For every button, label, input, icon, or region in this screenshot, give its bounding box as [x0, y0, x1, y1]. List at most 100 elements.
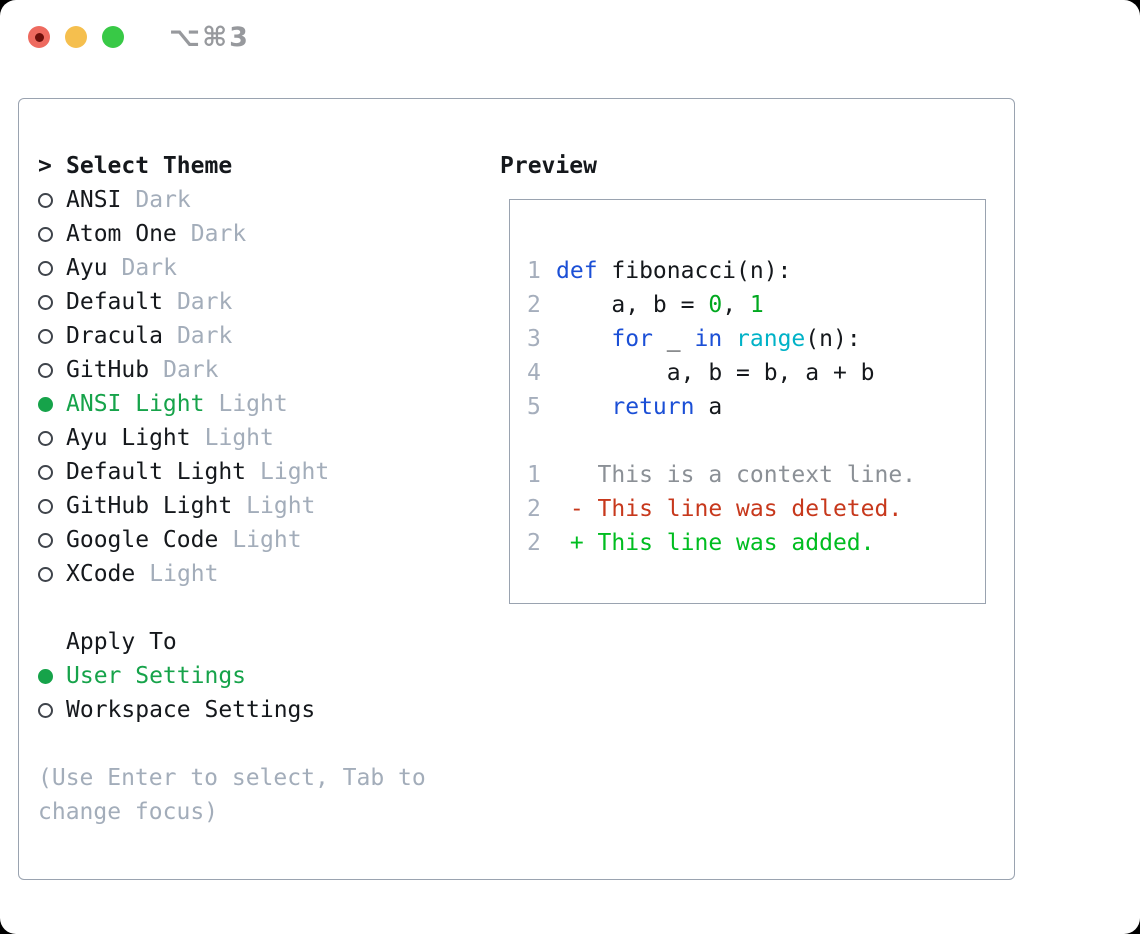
zoom-button[interactable]	[102, 26, 124, 48]
theme-name: GitHub Light	[66, 493, 233, 519]
titlebar: ⌥⌘3	[0, 0, 1140, 74]
radio-icon	[38, 192, 66, 208]
cursor-indicator: >	[38, 153, 52, 179]
radio-icon	[38, 566, 66, 582]
token-plain: a, b =	[556, 292, 709, 318]
theme-option-default[interactable]: Default Dark	[38, 285, 478, 319]
token-builtin: range	[736, 326, 806, 352]
radio-circle	[38, 362, 53, 378]
theme-variant: Dark	[176, 323, 233, 349]
theme-variant: Dark	[121, 255, 177, 281]
radio-icon	[38, 328, 66, 344]
radio-selected-icon	[38, 396, 66, 412]
theme-name: Dracula	[66, 323, 163, 349]
window-title: ⌥⌘3	[169, 21, 250, 53]
line-number: 1	[527, 258, 541, 284]
radio-circle	[38, 192, 53, 208]
radio-circle	[38, 464, 53, 480]
apply-option-user-settings[interactable]: User Settings	[38, 659, 478, 693]
radio-circle	[38, 294, 53, 310]
minimize-button[interactable]	[65, 26, 87, 48]
token-plain	[556, 326, 611, 352]
apply-to-title: Apply To	[66, 629, 177, 655]
theme-option-ayu[interactable]: Ayu Dark	[38, 251, 478, 285]
radio-icon	[38, 260, 66, 276]
preview-title: Preview	[500, 153, 597, 179]
token-plain: a, b = b, a + b	[556, 360, 875, 386]
token-plain	[722, 326, 736, 352]
record-dot-icon	[34, 32, 44, 42]
radio-icon	[38, 430, 66, 446]
theme-name: Default	[66, 289, 163, 315]
apply-option-workspace-settings[interactable]: Workspace Settings	[38, 693, 478, 727]
theme-name: GitHub	[66, 357, 150, 383]
select-theme-title: Select Theme	[66, 153, 233, 179]
theme-name: Google Code	[66, 527, 219, 553]
token-keyword: in	[694, 326, 723, 352]
token-plain: (n):	[805, 326, 861, 352]
token-keyword: return	[611, 394, 695, 420]
code-line: 5 return a	[527, 390, 985, 424]
theme-name: ANSI Light	[66, 391, 205, 417]
token-plain: _	[652, 326, 695, 352]
code-line: 2 - This line was deleted.	[527, 492, 985, 526]
code-line: 4 a, b = b, a + b	[527, 356, 985, 390]
theme-variant: Light	[260, 459, 330, 485]
theme-option-dracula[interactable]: Dracula Dark	[38, 319, 478, 353]
radio-icon	[38, 362, 66, 378]
radio-icon	[38, 498, 66, 514]
radio-icon	[38, 702, 66, 718]
token-plain: fibonacci(n):	[597, 258, 792, 284]
radio-circle	[38, 498, 53, 514]
theme-variant: Light	[149, 561, 219, 587]
spacer	[38, 591, 478, 625]
code-line	[527, 424, 985, 458]
theme-variant: Dark	[176, 289, 233, 315]
code-text: for _ in range(n):	[556, 326, 861, 352]
theme-name: Ayu	[66, 255, 108, 281]
radio-circle	[38, 260, 53, 276]
code-line: 2 + This line was added.	[527, 526, 985, 560]
select-theme-header: > Select Theme	[38, 149, 478, 183]
radio-icon	[38, 532, 66, 548]
apply-option-label: Workspace Settings	[66, 697, 316, 723]
theme-name: ANSI	[66, 187, 122, 213]
apply-to-header: Apply To	[38, 625, 478, 659]
code-text: a, b = 0, 1	[556, 292, 764, 318]
theme-name: Ayu Light	[66, 425, 191, 451]
line-number: 2	[527, 496, 541, 522]
token-number: 1	[749, 292, 764, 318]
radio-selected-icon	[38, 668, 66, 684]
radio-circle	[38, 430, 53, 446]
code-line: 2 a, b = 0, 1	[527, 288, 985, 322]
code-text: return a	[556, 394, 722, 420]
code-text: a, b = b, a + b	[556, 360, 875, 386]
radio-circle	[38, 702, 53, 718]
line-number: 2	[527, 530, 541, 556]
radio-circle	[38, 226, 53, 242]
radio-circle	[38, 668, 53, 684]
traffic-lights	[28, 26, 124, 48]
token-plain	[556, 394, 611, 420]
theme-variant: Dark	[163, 357, 219, 383]
token-keyword: def	[556, 258, 598, 284]
theme-option-github[interactable]: GitHub Dark	[38, 353, 478, 387]
token-number: 0	[708, 292, 723, 318]
line-number: 5	[527, 394, 541, 420]
radio-icon	[38, 226, 66, 242]
line-number: 1	[527, 462, 541, 488]
close-button[interactable]	[28, 26, 50, 48]
code-line: 1 This is a context line.	[527, 458, 985, 492]
radio-icon	[38, 464, 66, 480]
code-text: + This line was added.	[556, 530, 875, 556]
